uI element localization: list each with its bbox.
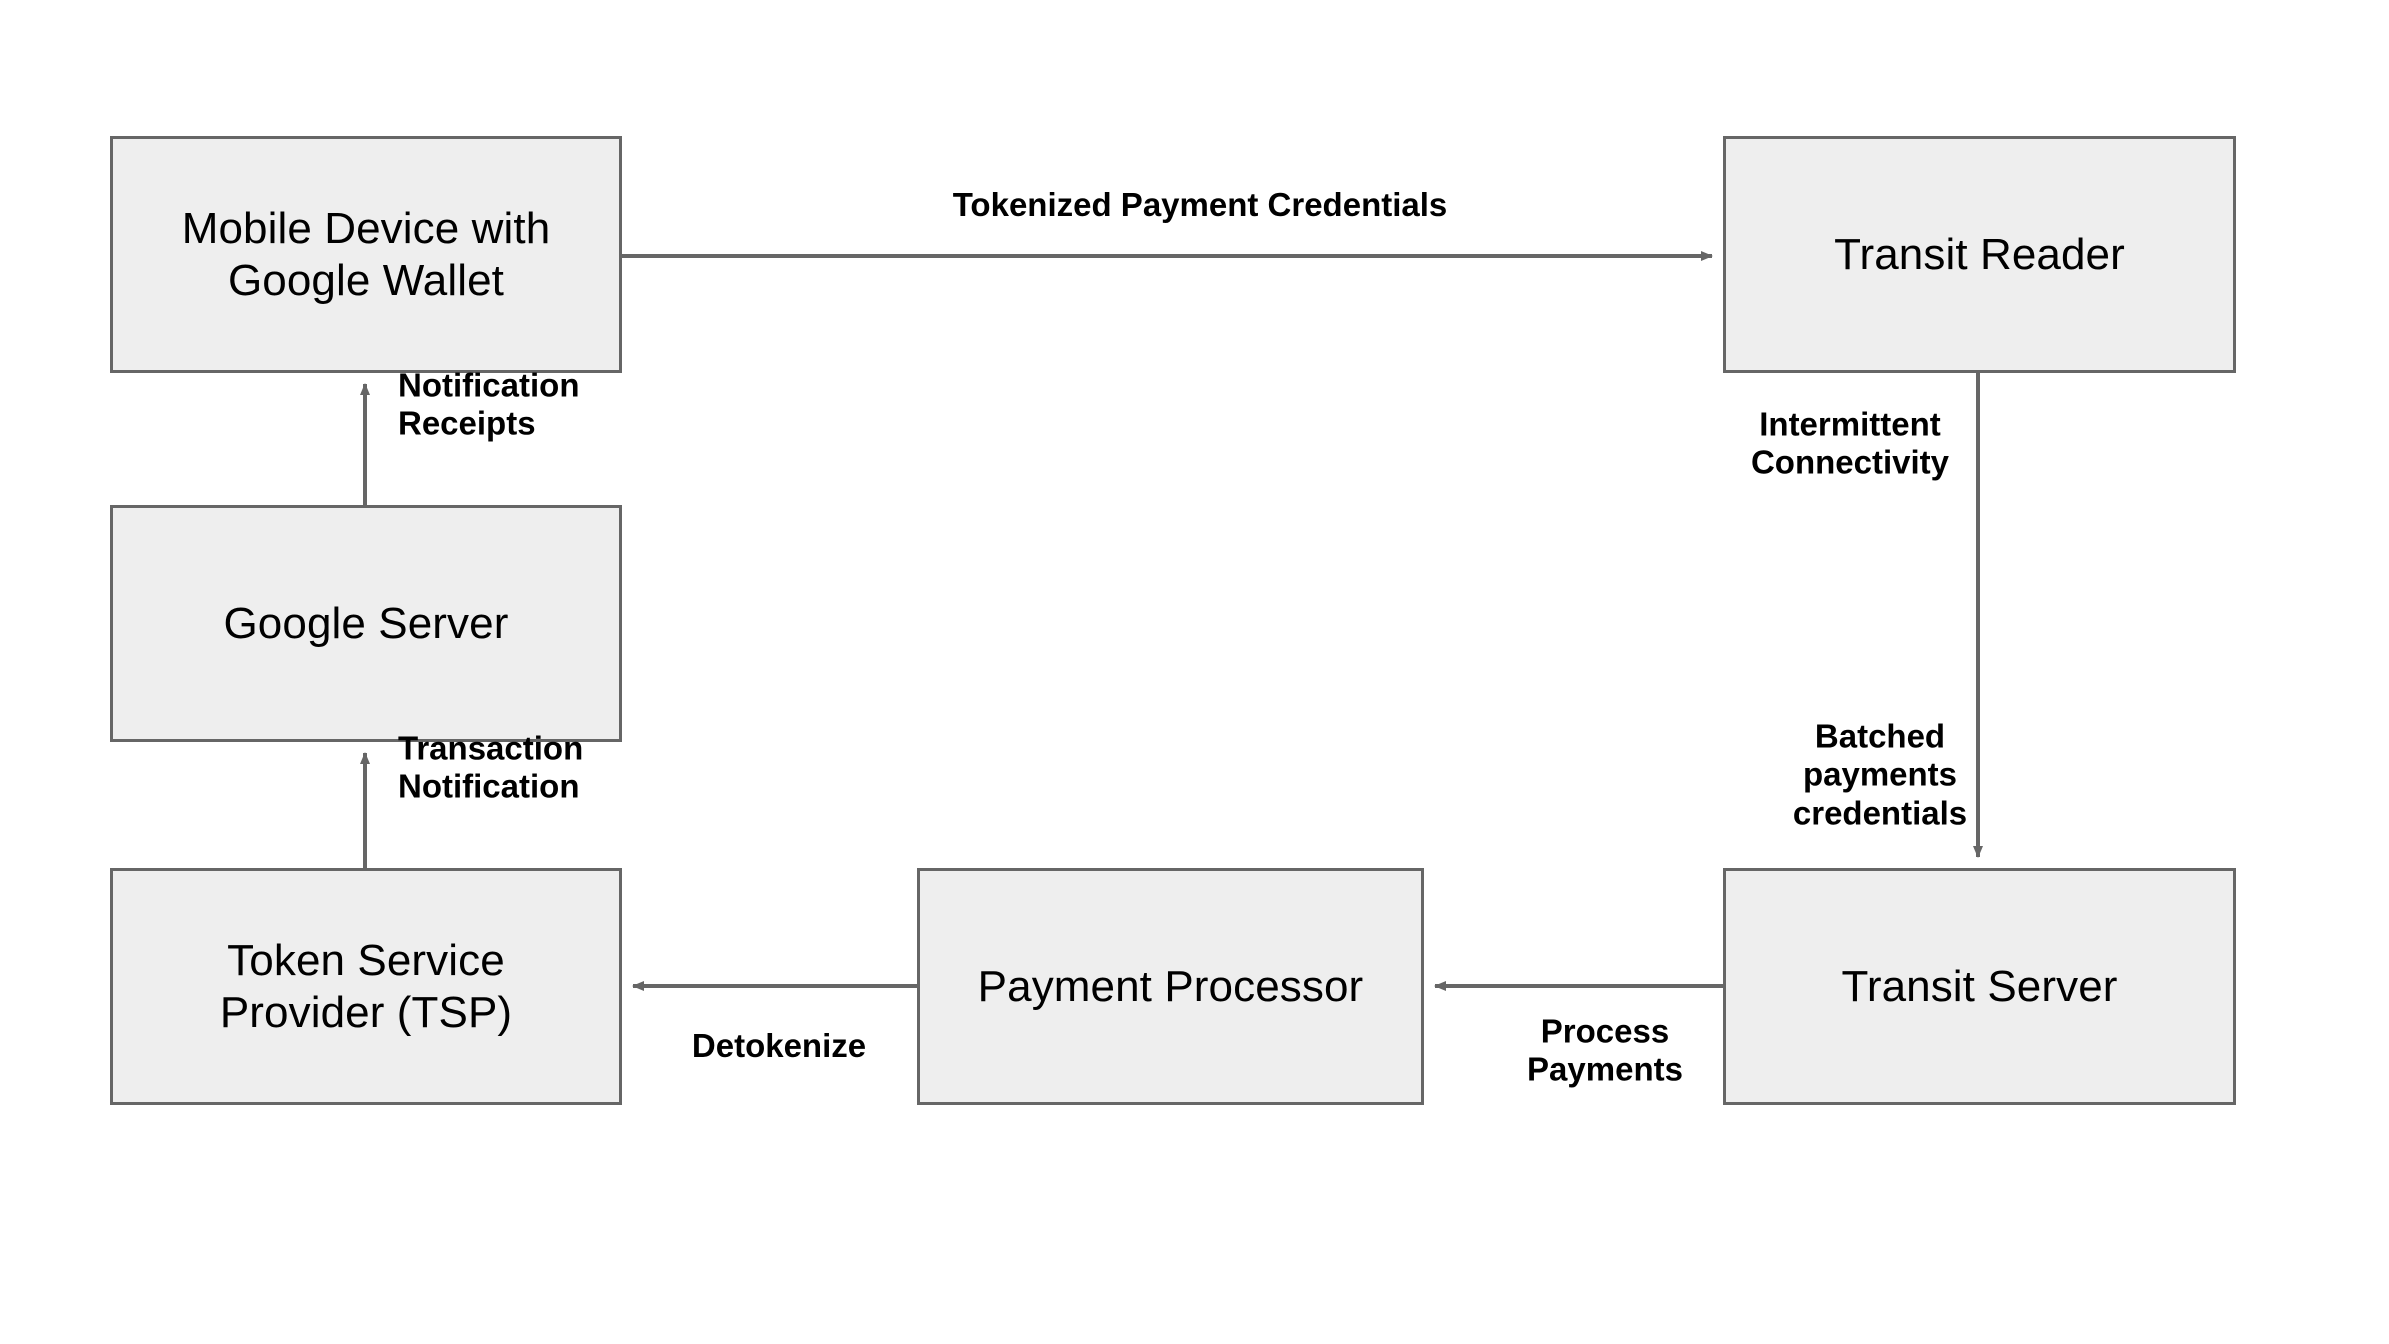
edge-label-intermittent-connectivity: Intermittent Connectivity [1750,405,1950,481]
edge-label-batched-payments-credentials: Batched payments credentials [1792,717,1968,832]
node-transit-server[interactable]: Transit Server [1723,868,2236,1105]
edge-label-notification-receipts: Notification Receipts [398,366,580,442]
node-payment-processor[interactable]: Payment Processor [917,868,1424,1105]
edge-label-process-payments: Process Payments [1527,1012,1683,1088]
node-google-server[interactable]: Google Server [110,505,622,742]
node-payment-processor-label: Payment Processor [977,961,1364,1011]
node-google-server-label: Google Server [223,598,509,648]
edge-label-transaction-notification: Transaction Notification [398,729,584,805]
node-mobile-device[interactable]: Mobile Device with Google Wallet [110,136,622,373]
edge-label-tokenized-payment-credentials: Tokenized Payment Credentials [952,185,1448,223]
node-transit-reader-label: Transit Reader [1834,229,2125,279]
node-transit-reader[interactable]: Transit Reader [1723,136,2236,373]
node-token-service-provider-label: Token Service Provider (TSP) [219,936,513,1037]
node-token-service-provider[interactable]: Token Service Provider (TSP) [110,868,622,1105]
node-transit-server-label: Transit Server [1841,961,2118,1011]
edge-label-detokenize: Detokenize [691,1026,867,1064]
node-mobile-device-label: Mobile Device with Google Wallet [181,204,551,305]
